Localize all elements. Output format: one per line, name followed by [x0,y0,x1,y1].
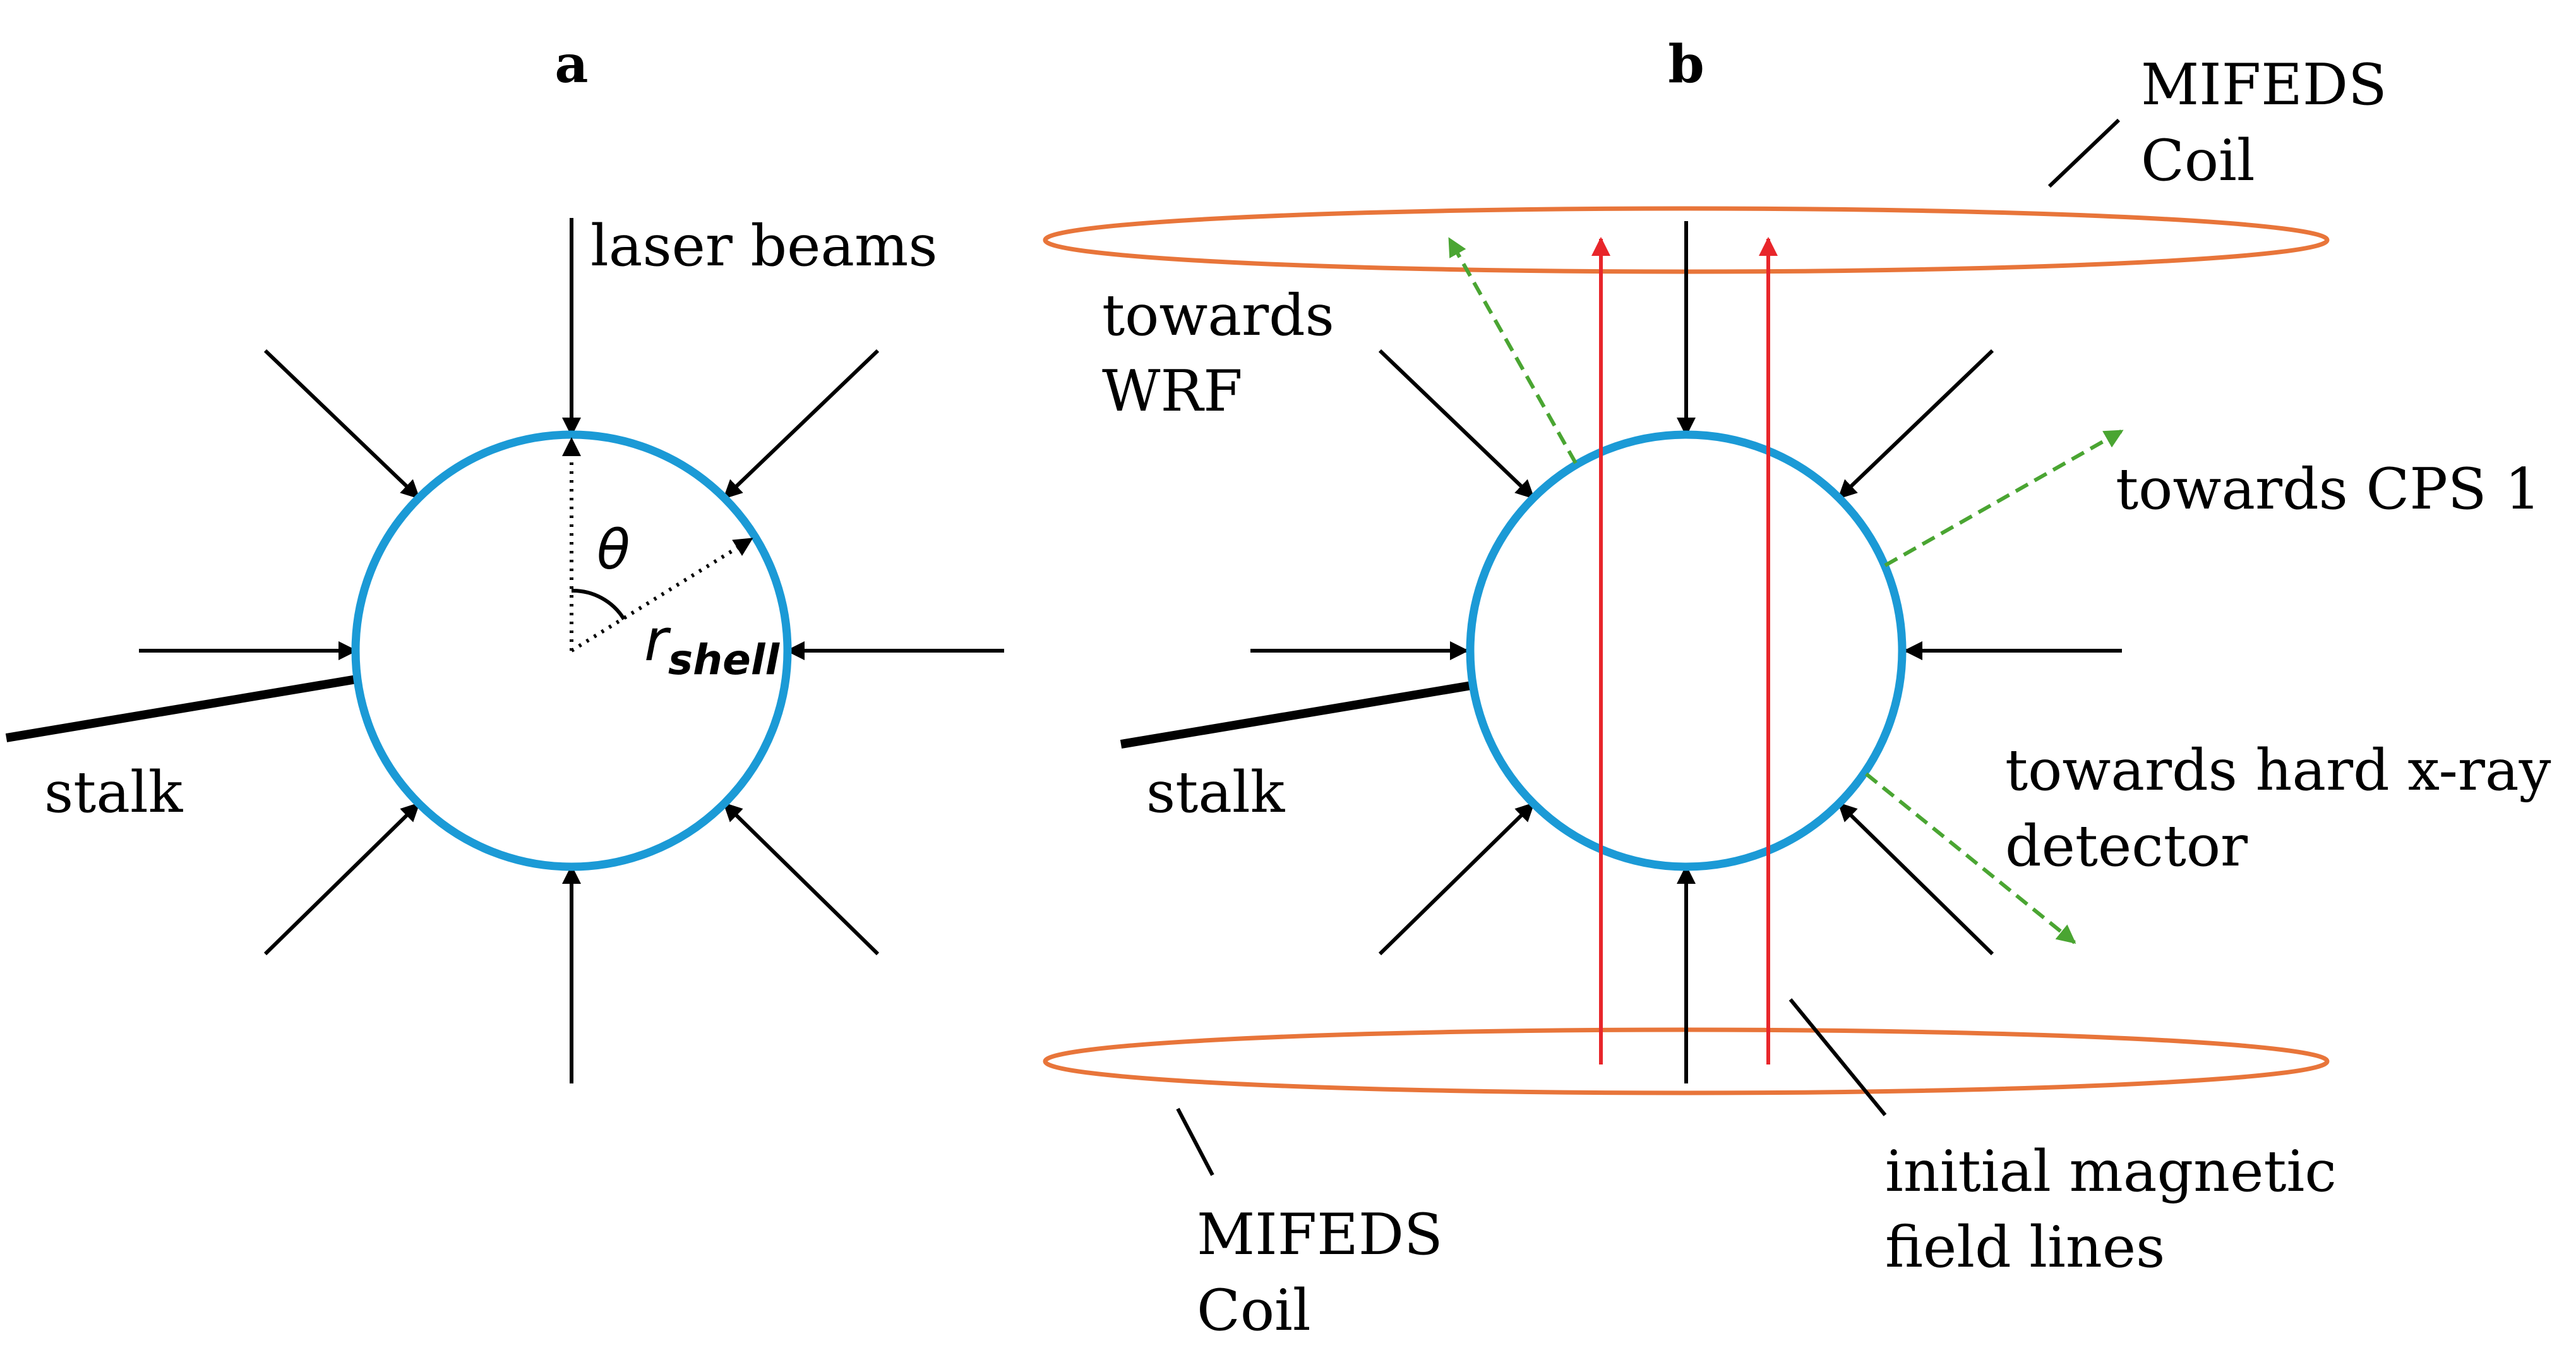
stalk-a [5,675,358,742]
coil-bottom-leader [1176,1107,1214,1176]
coil-bottom-label: MIFEDS Coil [1197,1202,1461,1344]
panel-b-letter: b [1668,34,1704,95]
r-sub: shell [668,636,781,684]
r-shell-label: rshell [644,606,780,684]
stalk-a-label: stalk [44,759,184,826]
beam-b-top-right [1837,349,1994,500]
beam-arrow-bottom-right [722,802,880,956]
panel-b-laser-beams [1250,221,2122,1083]
panel-a-laser-beams [139,218,1004,1083]
arrow-to-cps1 [1884,429,2124,567]
hxr-label: towards hard x-ray detector [2005,737,2569,879]
beam-arrow-top-left [263,349,421,500]
laser-beams-label: laser beams [590,213,938,279]
coil-top-leader [2047,118,2121,188]
panel-b: b MIFEDS Coil MIFEDS Coil [1043,34,2569,1344]
beam-arrow-bottom-left [263,802,421,956]
theta-arc [571,588,626,620]
wrf-label: towards WRF [1102,282,1352,425]
stalk-b [1120,681,1473,749]
beam-b-bottom-right [1837,802,1994,956]
panel-a-letter: a [554,34,588,95]
panel-a: a θ rshell laser beams stalk [5,34,1004,1083]
theta-label: θ [597,519,630,582]
diagnostic-arrows [1447,237,2124,944]
beam-arrow-top-right [722,349,880,500]
cps-label: towards CPS 1 [2116,456,2541,522]
arrow-to-hxr [1865,772,2076,944]
stalk-b-label: stalk [1146,759,1286,826]
shell-a [351,430,792,871]
beam-b-top-left [1378,349,1535,500]
r-main: r [644,606,671,674]
shell-b [1466,430,1907,871]
field-lines-label: initial magnetic field lines [1885,1138,2354,1281]
beam-b-bottom-left [1378,802,1535,956]
field-lines-leader [1788,998,1887,1116]
coil-top-label: MIFEDS Coil [2141,52,2405,194]
